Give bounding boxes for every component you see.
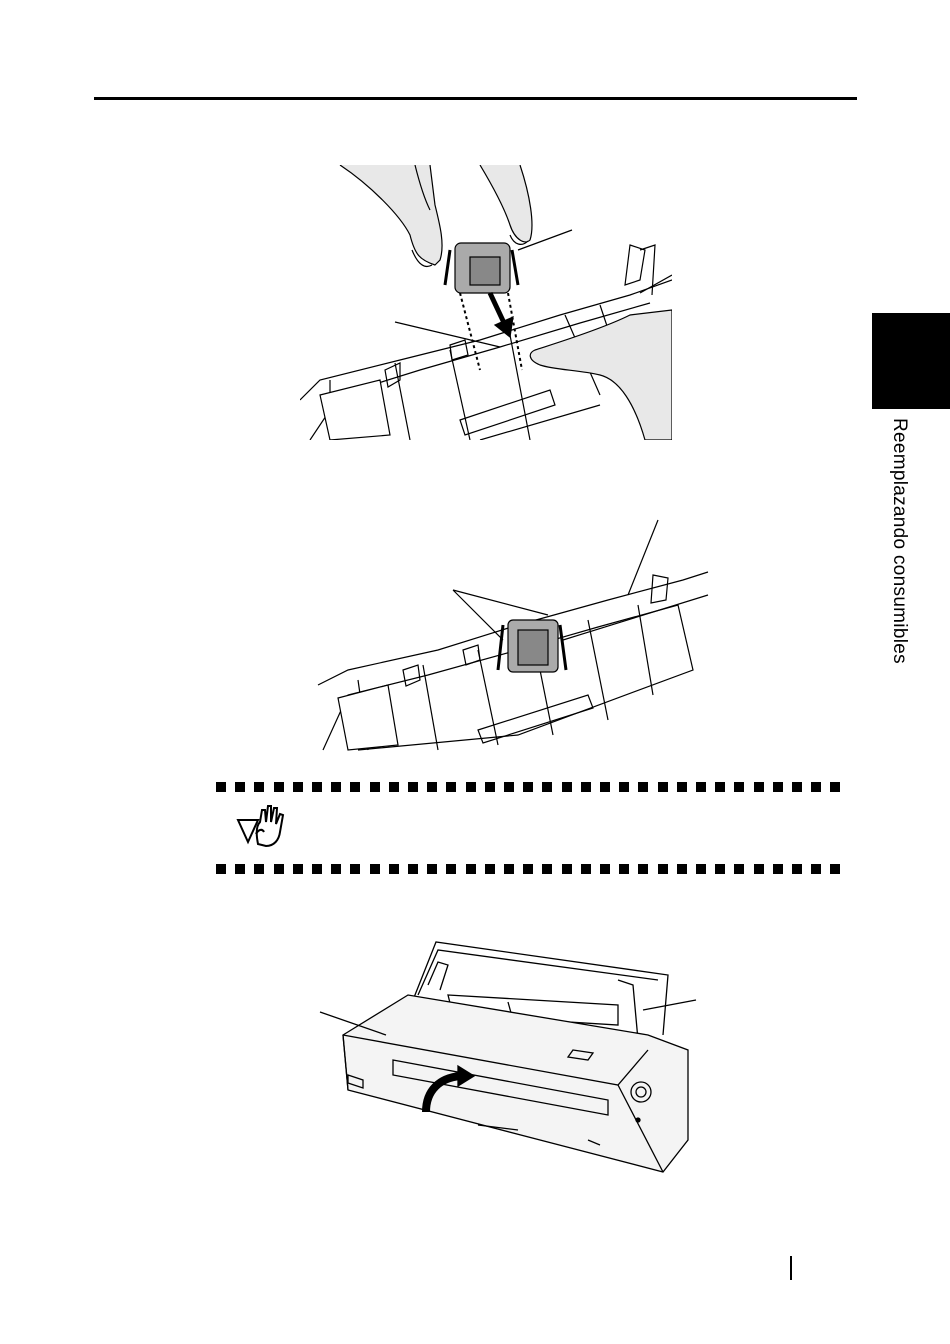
chapter-caption: Reemplazando consumibles bbox=[888, 418, 910, 664]
chapter-tab bbox=[872, 313, 950, 409]
hand-hint-icon bbox=[236, 804, 292, 848]
figure-pick-roller-insertion bbox=[300, 165, 672, 440]
page-number-divider bbox=[790, 1256, 792, 1280]
hint-border-bottom bbox=[216, 864, 840, 874]
hint-border-top bbox=[216, 782, 840, 792]
header-rule bbox=[94, 97, 857, 100]
figure-pick-roller-installed bbox=[318, 520, 708, 750]
figure-scanner-closing bbox=[318, 940, 698, 1175]
